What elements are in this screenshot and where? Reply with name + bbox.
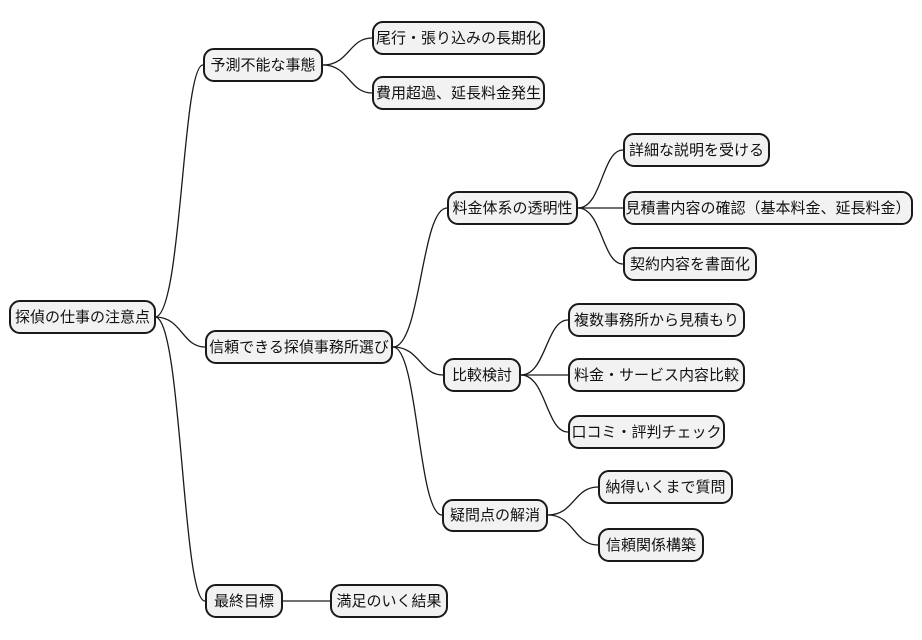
node-unpredictable-situations: 予測不能な事態 [203, 48, 323, 82]
edge-questions-to-build-trust [547, 514, 599, 546]
node-check-reviews-reputation: 口コミ・評判チェック [568, 415, 725, 449]
node-fee-transparency: 料金体系の透明性 [447, 191, 578, 225]
edge-comparison-to-multiple-estimates [520, 319, 569, 376]
node-build-trust: 信頼関係構築 [598, 528, 704, 562]
edge-questions-to-ask-until-satisfied [547, 486, 599, 516]
edge-agency-to-fee-transparency [392, 207, 448, 348]
edge-unpredictable-to-tailing-stakeout [322, 37, 373, 66]
edge-fee-to-document-contract [577, 207, 624, 265]
edge-root-to-unpredictable-situations [154, 64, 204, 318]
node-comparison: 比較検討 [443, 358, 521, 392]
edge-comparison-to-reviews [520, 374, 569, 433]
node-final-goal: 最終目標 [205, 584, 283, 618]
node-estimates-from-multiple-agencies: 複数事務所から見積もり [568, 303, 745, 337]
edge-fee-to-detailed-explanation [577, 149, 624, 209]
node-check-estimate-contents: 見積書内容の確認（基本料金、延長料金） [623, 191, 913, 225]
edge-agency-to-resolve-questions [392, 346, 443, 516]
edge-root-to-choosing-trustworthy-agency [154, 316, 206, 348]
node-cost-overrun-extension-fees: 費用超過、延長料金発生 [372, 76, 545, 110]
edge-agency-to-comparison [392, 346, 444, 376]
node-choosing-trustworthy-agency: 信頼できる探偵事務所選び [205, 330, 393, 364]
node-compare-fees-services: 料金・サービス内容比較 [568, 358, 745, 392]
node-root: 探偵の仕事の注意点 [9, 300, 156, 334]
node-ask-until-satisfied: 納得いくまで質問 [598, 470, 733, 504]
edge-unpredictable-to-cost-overrun [322, 64, 373, 94]
node-receive-detailed-explanation: 詳細な説明を受ける [623, 133, 770, 167]
node-resolve-questions: 疑問点の解消 [442, 499, 548, 532]
node-document-contract: 契約内容を書面化 [623, 247, 757, 281]
edge-root-to-final-goal [154, 316, 206, 602]
node-satisfying-results: 満足のいく結果 [330, 584, 448, 618]
node-tailing-stakeout-prolongation: 尾行・張り込みの長期化 [372, 21, 545, 55]
